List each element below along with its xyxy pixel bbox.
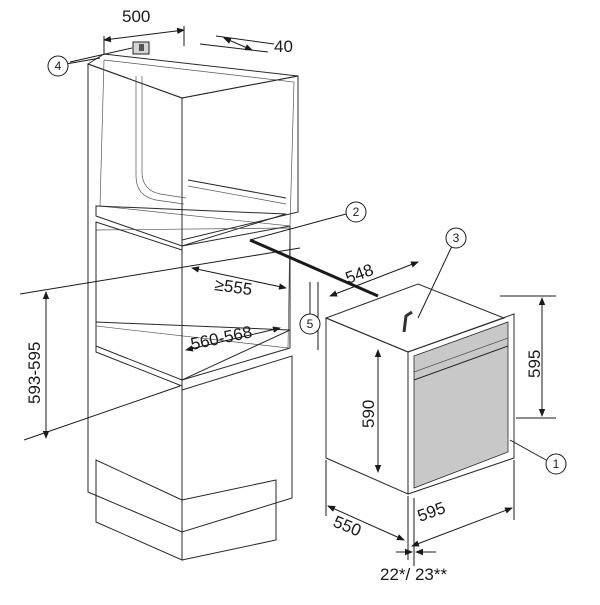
upper-shelf xyxy=(95,205,287,247)
callout-1-leader xyxy=(509,439,547,461)
dim-550-line xyxy=(327,505,405,541)
callout-4-leader xyxy=(65,57,101,65)
dim-548-line xyxy=(329,261,419,297)
callout-1-number: 1 xyxy=(553,457,560,471)
dim-install-height: 593-595 xyxy=(25,342,44,404)
dim-40-line xyxy=(223,37,253,51)
callout-5: 5 xyxy=(299,313,321,335)
oven-power-cable xyxy=(402,310,413,333)
callout-5-number: 5 xyxy=(307,317,314,331)
cable-duct xyxy=(135,76,185,205)
dim-40-ext-1 xyxy=(199,43,269,53)
dim-rear-gap: 40 xyxy=(274,37,293,56)
callout-2-number: 2 xyxy=(353,205,360,219)
dim-555-line xyxy=(191,266,287,290)
oven-front-lip xyxy=(413,321,509,489)
dim-cabinet-width: 500 xyxy=(122,7,150,26)
dim-front-panel: 22*/ 23** xyxy=(380,565,447,584)
dim-560-line xyxy=(185,326,281,352)
oven-control-strip-top xyxy=(413,337,509,373)
cable-duct-inner xyxy=(141,76,187,199)
dim-593-ext-top xyxy=(19,247,301,295)
mounting-rail xyxy=(249,238,379,298)
cabinet-plinth-front xyxy=(181,479,277,561)
cabinet-plinth-side xyxy=(95,459,183,561)
oven-front xyxy=(407,313,515,495)
upper-niche-back xyxy=(99,59,295,227)
cabinet-top-panel xyxy=(86,53,299,99)
callout-3-number: 3 xyxy=(453,231,460,245)
callout-leaders xyxy=(65,47,547,461)
dim-500-line xyxy=(103,27,185,43)
dim-593-ext-bottom xyxy=(23,385,181,441)
callout-3-leader xyxy=(417,245,453,319)
dim-oven-body-height: 590 xyxy=(359,400,378,428)
power-socket-slot xyxy=(139,44,144,51)
dim-40-ext-2 xyxy=(215,35,275,45)
callout-2: 2 xyxy=(345,201,367,223)
tall-cabinet xyxy=(86,41,299,561)
callout-2-leader xyxy=(249,213,347,241)
niche-bottom-edge xyxy=(181,347,291,381)
callout-4-number: 4 xyxy=(55,59,62,73)
dim-oven-width: 595 xyxy=(415,498,448,526)
callout-1: 1 xyxy=(545,453,567,475)
dim-oven-front-height: 595 xyxy=(525,350,544,378)
oven-niche-left-wall xyxy=(95,221,183,387)
callout-3: 3 xyxy=(445,227,467,249)
callout-4-leader-2 xyxy=(69,47,133,63)
callout-markers: 4 2 3 5 1 xyxy=(47,55,567,475)
dim-595-width-line xyxy=(411,507,513,547)
oven-appliance xyxy=(324,283,515,495)
dim-oven-depth-total: 550 xyxy=(331,512,364,540)
upper-niche-ledge-2 xyxy=(187,185,287,205)
callout-4: 4 xyxy=(47,55,69,77)
upper-niche-ledge xyxy=(187,179,287,199)
niche-top-edge xyxy=(181,225,291,247)
cabinet-right-panel-upper xyxy=(181,75,299,241)
dim-niche-depth: ≥555 xyxy=(213,275,253,299)
oven-control-strip xyxy=(413,345,509,381)
